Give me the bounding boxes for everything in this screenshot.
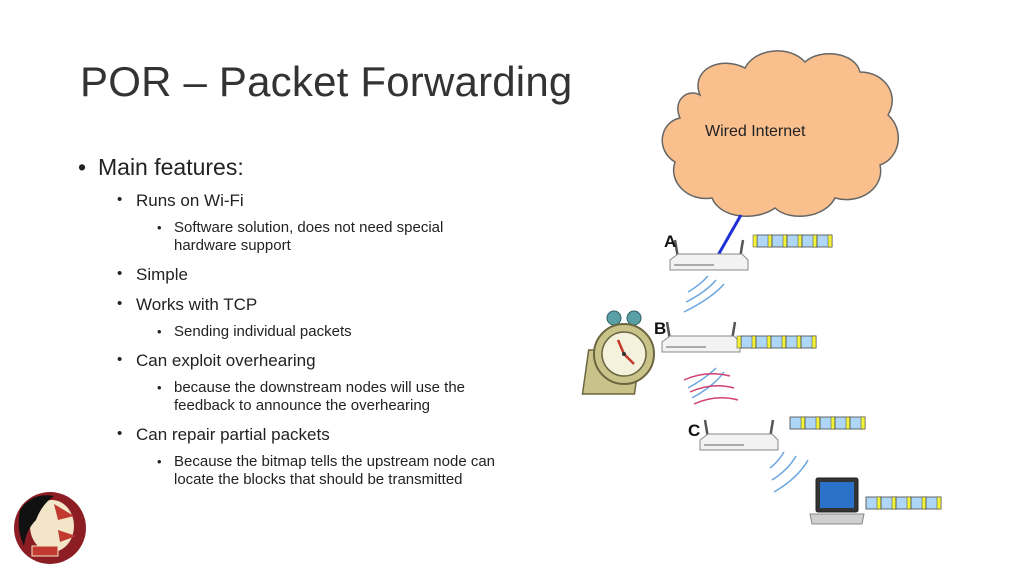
cloud-label: Wired Internet bbox=[705, 123, 806, 140]
packet-separator bbox=[906, 496, 912, 510]
packet-separator bbox=[797, 234, 803, 248]
bullet-repair-partial: •Can repair partial packets bbox=[117, 425, 330, 444]
packet-separator bbox=[812, 234, 818, 248]
bullet-dot: • bbox=[117, 295, 123, 312]
node-label-a: A bbox=[664, 232, 677, 251]
bullet-simple: •Simple bbox=[117, 265, 188, 284]
bullet-list: •Main features: •Runs on Wi-Fi •Software… bbox=[78, 154, 558, 489]
packet-separator bbox=[815, 416, 821, 430]
packet-separator bbox=[766, 335, 772, 349]
packet-bitmaps bbox=[736, 234, 942, 510]
fsu-logo-icon bbox=[14, 492, 86, 564]
router-c-icon bbox=[699, 419, 779, 451]
packet-separator bbox=[736, 335, 742, 349]
packet-separator bbox=[921, 496, 927, 510]
bullet-dot: • bbox=[157, 454, 162, 469]
bullet-software-solution: •Software solution, does not need specia… bbox=[157, 219, 444, 254]
bullet-dot: • bbox=[117, 425, 123, 442]
packet-separator bbox=[796, 335, 802, 349]
bullet-dot: • bbox=[117, 351, 123, 368]
packet-separator bbox=[891, 496, 897, 510]
bullet-main-features: •Main features: bbox=[78, 154, 244, 180]
bullet-sending-individual: •Sending individual packets bbox=[157, 323, 352, 340]
laptop-icon bbox=[809, 477, 865, 525]
bullet-because-downstream: •because the downstream nodes will use t… bbox=[157, 379, 466, 414]
bullet-dot: • bbox=[117, 191, 123, 208]
bullet-runs-wifi: •Runs on Wi-Fi bbox=[117, 191, 244, 210]
router-b-icon bbox=[661, 321, 741, 353]
bullet-dot: • bbox=[157, 380, 162, 395]
cloud-icon bbox=[661, 50, 899, 218]
wireless-waves-icon bbox=[769, 451, 809, 493]
packet-separator bbox=[830, 416, 836, 430]
bullet-because-bitmap: •Because the bitmap tells the upstream n… bbox=[157, 453, 496, 488]
bullet-dot: • bbox=[157, 324, 162, 339]
packet-separator bbox=[800, 416, 806, 430]
bullet-works-tcp: •Works with TCP bbox=[117, 295, 258, 314]
packet-separator bbox=[827, 234, 833, 248]
wireless-waves-icon bbox=[683, 275, 725, 313]
alarm-clock-icon bbox=[581, 310, 655, 395]
bullet-dot: • bbox=[117, 265, 123, 282]
wired-link bbox=[715, 214, 743, 258]
node-label-b: B bbox=[654, 319, 667, 338]
bullet-dot: • bbox=[78, 154, 87, 180]
packet-separator bbox=[811, 335, 817, 349]
node-label-c: C bbox=[688, 421, 701, 440]
packet-separator bbox=[936, 496, 942, 510]
packet-separator bbox=[781, 335, 787, 349]
packet-separator bbox=[767, 234, 773, 248]
bullet-dot: • bbox=[157, 220, 162, 235]
packet-separator bbox=[876, 496, 882, 510]
packet-separator bbox=[752, 234, 758, 248]
packet-separator bbox=[782, 234, 788, 248]
packet-separator bbox=[860, 416, 866, 430]
router-a-icon bbox=[669, 239, 749, 271]
packet-separator bbox=[751, 335, 757, 349]
bullet-exploit-overhearing: •Can exploit overhearing bbox=[117, 351, 316, 370]
packet-separator bbox=[845, 416, 851, 430]
slide-title: POR – Packet Forwarding bbox=[80, 58, 573, 105]
interference-waves-icon bbox=[683, 367, 739, 405]
